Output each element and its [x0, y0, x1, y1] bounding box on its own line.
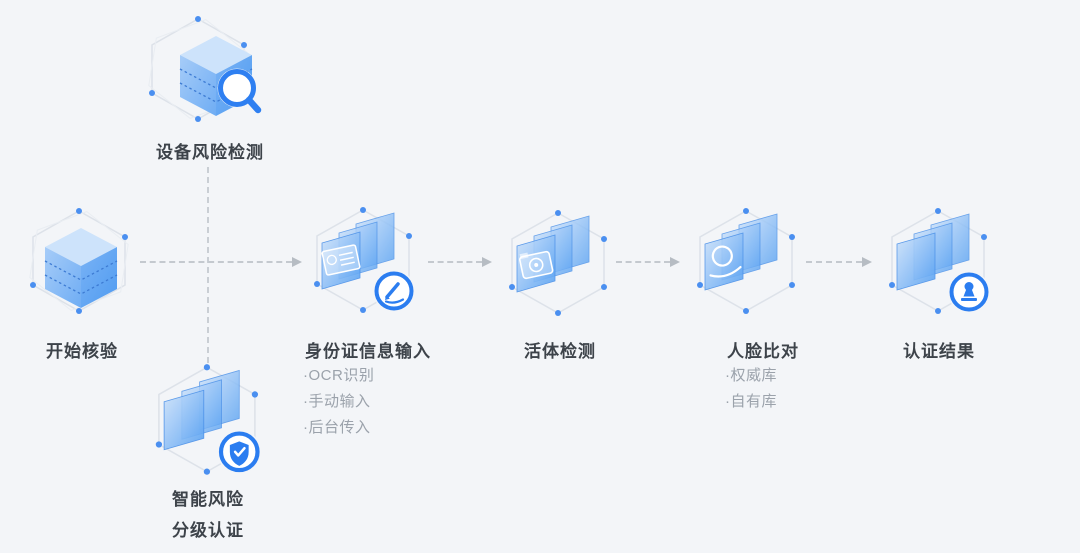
label-smart-risk-line1: 智能风险 — [172, 490, 244, 509]
arrow-start-to-idinput — [140, 256, 302, 268]
cube-stack-icon — [25, 204, 137, 319]
layers-face-search-icon — [692, 204, 804, 319]
cube-magnifier-icon — [148, 8, 268, 136]
arrowhead-icon — [670, 257, 680, 267]
face-glyph — [709, 245, 742, 278]
arrow-facecompare-to-result — [806, 256, 872, 268]
label-result: 认证结果 — [903, 342, 975, 361]
layers-idcard-pen-icon — [309, 203, 421, 318]
vertical-dashed-connector — [207, 167, 209, 363]
arrow-idinput-to-liveness — [428, 256, 492, 268]
label-start: 开始核验 — [46, 342, 118, 361]
bullet-item: ·自有库 — [725, 393, 777, 410]
layers-camera-icon — [504, 206, 616, 321]
stamp-badge — [948, 271, 990, 313]
layers-stamp-icon — [884, 204, 996, 319]
arrow-liveness-to-facecompare — [616, 256, 680, 268]
pen-badge — [373, 270, 415, 312]
camera-glyph — [519, 250, 554, 280]
label-face-compare: 人脸比对 — [727, 342, 799, 361]
id-input-bullet-list: ·OCR识别 ·手动输入 ·后台传入 — [303, 363, 374, 441]
bullet-item: ·手动输入 — [303, 393, 371, 410]
face-compare-bullet-list: ·权威库 ·自有库 — [725, 363, 777, 415]
arrowhead-icon — [862, 257, 872, 267]
label-smart-risk-line2: 分级认证 — [172, 521, 244, 540]
arrowhead-icon — [482, 257, 492, 267]
label-device-risk: 设备风险检测 — [156, 143, 264, 162]
idcard-glyph — [321, 244, 361, 276]
label-smart-risk: 智能风险 分级认证 — [172, 484, 244, 546]
bullet-item: ·后台传入 — [303, 419, 371, 436]
bullet-item: ·权威库 — [725, 367, 777, 384]
layers-shield-icon — [150, 360, 268, 480]
shield-check-badge — [217, 429, 262, 474]
arrowhead-icon — [292, 257, 302, 267]
label-liveness: 活体检测 — [524, 342, 596, 361]
label-id-input: 身份证信息输入 — [305, 342, 431, 361]
bullet-item: ·OCR识别 — [303, 367, 375, 384]
